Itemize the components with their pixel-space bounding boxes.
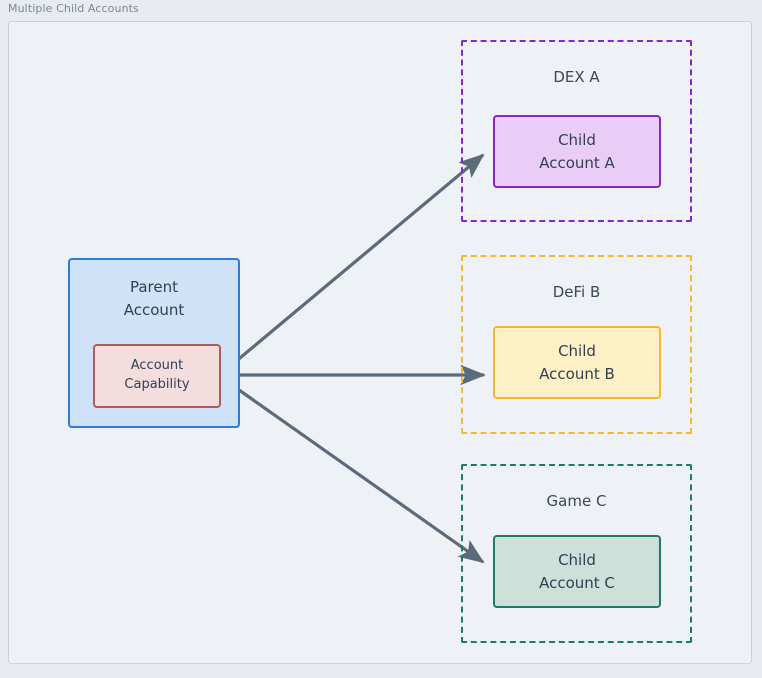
child-account-b-label-line2: Account B [539,364,615,383]
node-account-capability[interactable]: Account Capability [93,344,221,408]
child-account-c-label-line1: Child [558,551,596,569]
parent-account-label-line2: Account [123,300,185,319]
account-capability-label-line2: Capability [124,377,190,392]
node-child-account-c[interactable]: Child Account C [493,535,661,608]
node-child-account-a[interactable]: Child Account A [493,115,661,188]
group-defi-b[interactable]: DeFi B [461,255,692,434]
group-game-c[interactable]: Game C [461,464,692,643]
child-account-a-label-line2: Account A [539,153,615,172]
child-account-a-label-line1: Child [558,131,596,149]
account-capability-label-line1: Account [130,358,184,374]
group-dex-a[interactable]: DEX A [461,40,692,222]
child-account-c-label-line2: Account C [539,573,615,592]
parent-account-label-line1: Parent [129,278,179,296]
group-defi-b-title: DeFi B [552,283,601,301]
node-child-account-b[interactable]: Child Account B [493,326,661,399]
group-game-c-title: Game C [546,492,607,510]
child-account-b-label-line1: Child [558,342,596,360]
group-dex-a-title: DEX A [553,68,600,86]
diagram-title: Multiple Child Accounts [8,2,139,15]
